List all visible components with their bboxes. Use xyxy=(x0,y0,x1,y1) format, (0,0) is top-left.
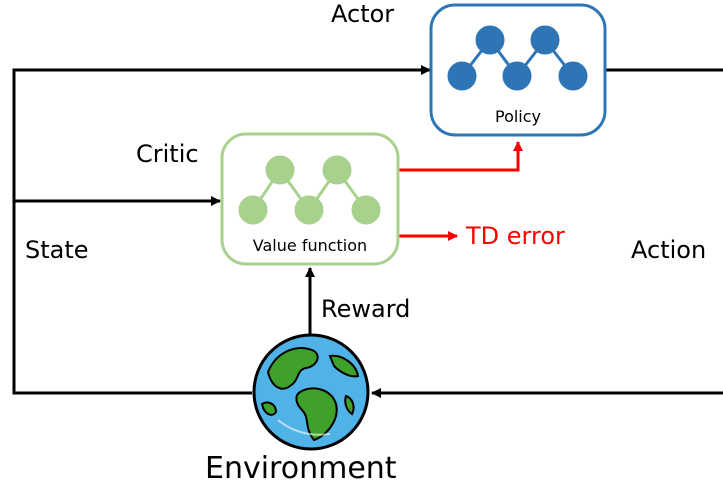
earth-globe-icon xyxy=(252,333,370,451)
critic-box-label: Value function xyxy=(252,236,368,255)
actor-network-icon xyxy=(447,25,588,91)
critic-title: Critic xyxy=(136,140,199,168)
environment-label: Environment xyxy=(205,451,397,486)
state-label: State xyxy=(25,236,89,264)
critic-network-icon xyxy=(238,155,381,225)
critic-to-actor-arrow xyxy=(398,141,523,172)
state-loop-line xyxy=(12,65,431,395)
reward-label: Reward xyxy=(321,295,411,323)
action-label: Action xyxy=(631,236,707,264)
actor-title: Actor xyxy=(331,0,395,28)
actor-box-label: Policy xyxy=(494,107,542,126)
td-error-label: TD error xyxy=(466,222,565,250)
